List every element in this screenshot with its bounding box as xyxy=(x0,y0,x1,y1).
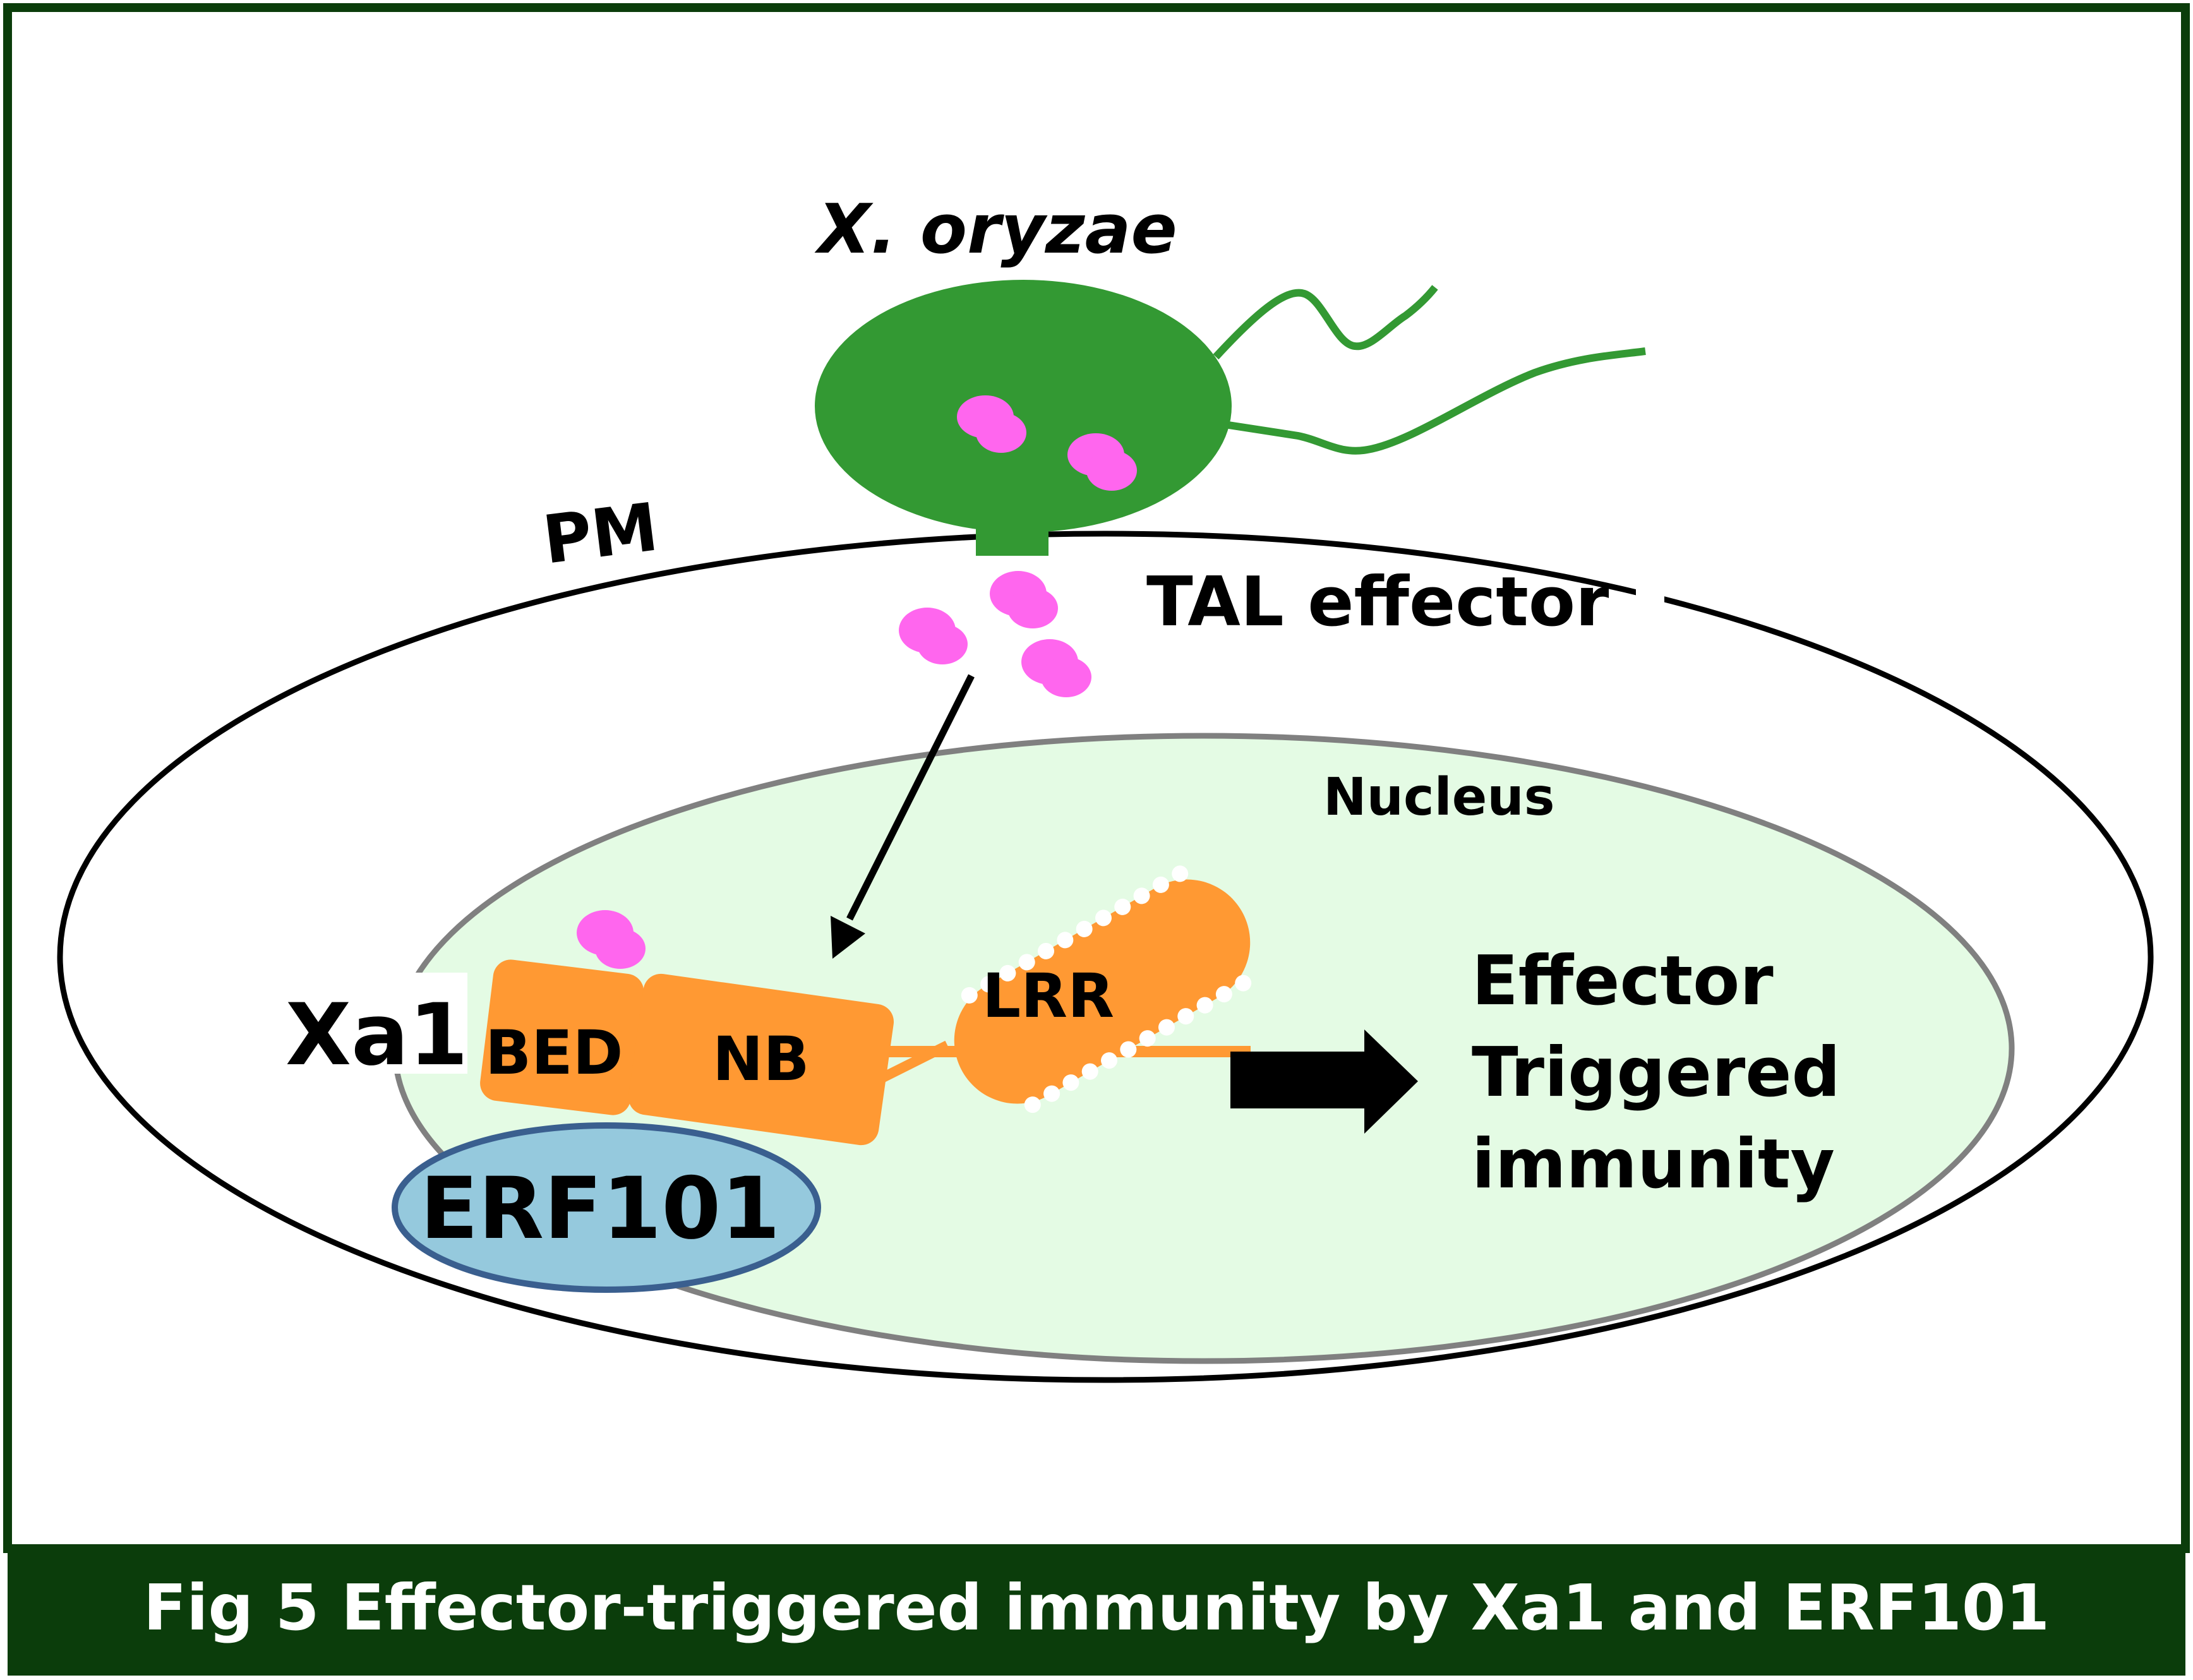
lrr-repeat-notch xyxy=(1172,865,1189,882)
flagellum-upper xyxy=(1213,285,1438,360)
caption-bar xyxy=(8,1551,2185,1676)
erf101-label: ERF101 xyxy=(420,1159,780,1258)
erf101 xyxy=(392,1122,821,1293)
lrr-repeat-notch xyxy=(1043,1085,1060,1102)
effector-secreted-2 xyxy=(899,608,968,664)
nb-lrr-linker xyxy=(875,1040,950,1085)
effector-secreted-3 xyxy=(1021,639,1091,697)
lrr-label: LRR xyxy=(982,961,1114,1031)
lrr-repeat-notch xyxy=(1038,942,1055,959)
effector-bound-to-bed xyxy=(577,910,646,969)
lrr-repeat-notch xyxy=(1235,975,1252,992)
lrr-repeat-notch xyxy=(1139,1030,1156,1047)
flagellum-lower xyxy=(1228,347,1646,455)
pm-label: PM xyxy=(539,489,662,579)
organism-label: X. oryzae xyxy=(814,190,1177,269)
outcome-line-1: Effector xyxy=(1472,942,1774,1021)
nb-label: NB xyxy=(712,1024,810,1095)
effector-secreted-1 xyxy=(990,571,1058,628)
lrr-repeat-notch xyxy=(1076,920,1093,937)
lrr-repeat-notch xyxy=(1196,997,1213,1014)
nucleus-label: Nucleus xyxy=(1323,767,1555,827)
plasma-membrane xyxy=(57,531,2154,1383)
lrr-repeat-notch xyxy=(1215,986,1232,1003)
lrr-repeat-notch xyxy=(1133,887,1150,904)
lrr-repeat-notch xyxy=(961,987,978,1004)
lrr-repeat-notch xyxy=(1177,1008,1194,1025)
bed-label: BED xyxy=(485,1017,623,1088)
lrr-repeat-notch xyxy=(1095,909,1112,927)
lrr-repeat-notch xyxy=(1018,954,1035,971)
bacterium-body xyxy=(815,280,1232,532)
lrr-repeat-notch xyxy=(1057,932,1074,949)
outcome-line-2: Triggered xyxy=(1472,1033,1841,1112)
membrane-label-gap xyxy=(1636,568,1664,619)
bed-domain xyxy=(480,959,644,1115)
lrr-repeat-notch xyxy=(999,964,1016,981)
effector-in-bacterium-2 xyxy=(1067,433,1137,491)
secretion-system xyxy=(976,505,1048,556)
outcome-line-3: immunity xyxy=(1472,1125,1835,1204)
lrr-repeat-notch xyxy=(1114,898,1131,915)
translocation-arrow xyxy=(831,674,975,959)
lrr-repeat-notch xyxy=(1120,1041,1137,1058)
lrr-repeat-notch xyxy=(1024,1096,1041,1113)
lrr-repeat-notch xyxy=(1158,1019,1175,1036)
tal-effector-label: TAL effector xyxy=(1146,563,1609,642)
lrr-repeat-notch xyxy=(980,976,997,993)
xa1-label: Xa1 xyxy=(285,985,468,1084)
lrr-repeat-notch xyxy=(1101,1052,1118,1069)
nb-domain xyxy=(628,973,894,1146)
immunity-arrow xyxy=(1230,1029,1418,1134)
lrr-repeat-notch xyxy=(1081,1063,1098,1080)
caption-text: Fig 5 Effector-triggered immunity by Xa1… xyxy=(143,1571,2050,1645)
lrr-repeat-notch xyxy=(1152,876,1169,893)
effector-in-bacterium-1 xyxy=(957,395,1026,453)
lrr-repeat-notch xyxy=(1062,1074,1079,1091)
xa1-label-backdrop xyxy=(278,973,467,1074)
